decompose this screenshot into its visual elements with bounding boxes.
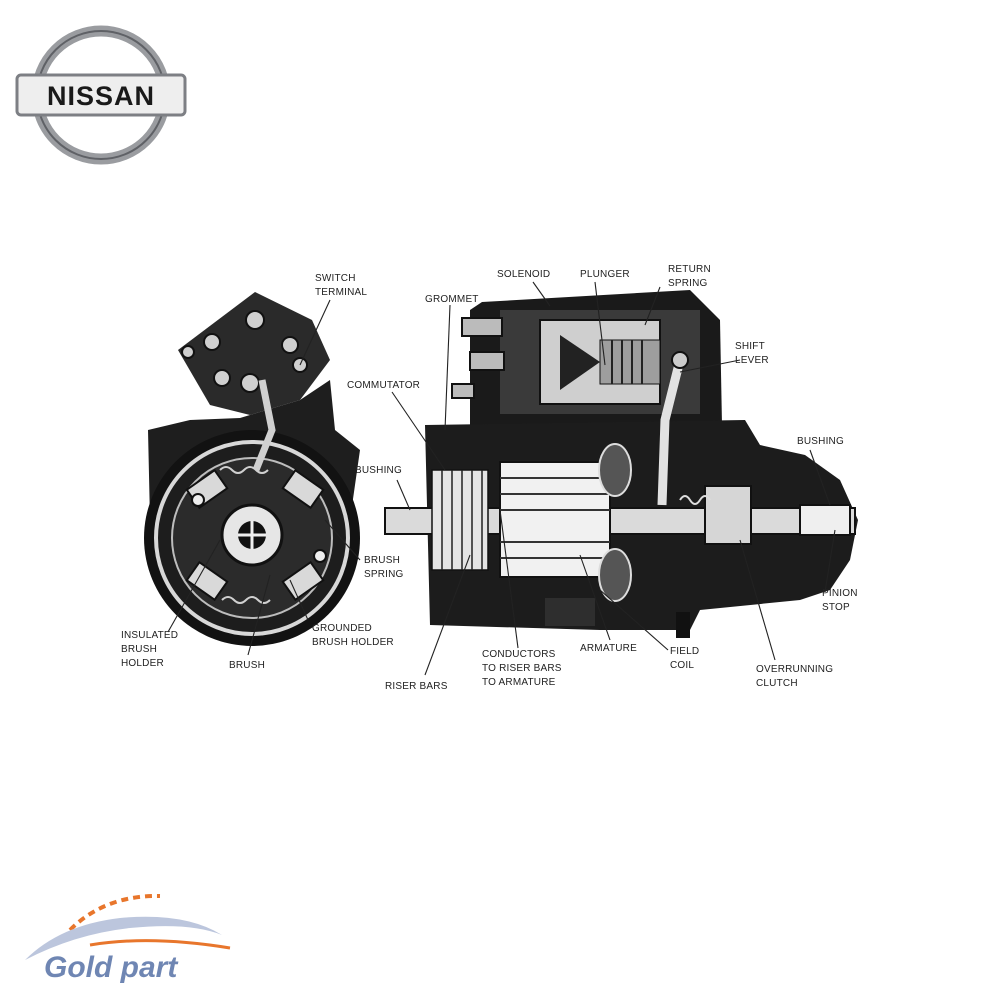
label-bushing-right: BUSHING — [797, 436, 844, 447]
label-shift-lever-2: LEVER — [735, 355, 769, 366]
leader-lines — [167, 281, 836, 676]
label-conductors-2: TO RISER BARS — [482, 663, 562, 674]
label-return-spring-2: SPRING — [668, 278, 708, 289]
label-insulated-3: HOLDER — [121, 658, 164, 669]
label-pinion-stop-1: PINION — [822, 588, 858, 599]
label-insulated-2: BRUSH — [121, 644, 157, 655]
starter-cutaway — [384, 290, 858, 638]
label-switch-terminal-1: SWITCH — [315, 273, 356, 284]
label-bushing-left: BUSHING — [355, 465, 402, 476]
label-solenoid: SOLENOID — [497, 269, 550, 280]
label-commutator: COMMUTATOR — [347, 380, 420, 391]
label-plunger: PLUNGER — [580, 269, 630, 280]
gold-part-text: Gold part — [44, 951, 179, 984]
brush-end-view — [144, 292, 360, 646]
label-overrunning-2: CLUTCH — [756, 678, 798, 689]
label-grounded-1: GROUNDED — [312, 623, 372, 634]
label-overrunning-1: OVERRUNNING — [756, 664, 833, 675]
label-grommet: GROMMET — [425, 294, 479, 305]
label-brush-spring-2: SPRING — [364, 569, 404, 580]
label-shift-lever-1: SHIFT — [735, 341, 765, 352]
label-switch-terminal-2: TERMINAL — [315, 287, 367, 298]
label-armature: ARMATURE — [580, 643, 637, 654]
label-conductors-3: TO ARMATURE — [482, 677, 556, 688]
gold-part-logo: Gold part — [25, 893, 231, 984]
label-brush-spring-1: BRUSH — [364, 555, 400, 566]
label-field-coil-2: COIL — [670, 660, 694, 671]
label-field-coil-1: FIELD — [670, 646, 699, 657]
label-conductors-1: CONDUCTORS — [482, 649, 556, 660]
label-return-spring-1: RETURN — [668, 264, 711, 275]
label-insulated-1: INSULATED — [121, 630, 178, 641]
label-pinion-stop-2: STOP — [822, 602, 850, 613]
label-brush: BRUSH — [229, 660, 265, 671]
label-grounded-2: BRUSH HOLDER — [312, 637, 394, 648]
nissan-logo-text: NISSAN — [47, 81, 155, 111]
diagram-labels: SWITCH TERMINAL SOLENOID PLUNGER RETURN … — [121, 264, 858, 692]
label-riser-bars: RISER BARS — [385, 681, 448, 692]
nissan-logo: NISSAN — [15, 25, 187, 165]
